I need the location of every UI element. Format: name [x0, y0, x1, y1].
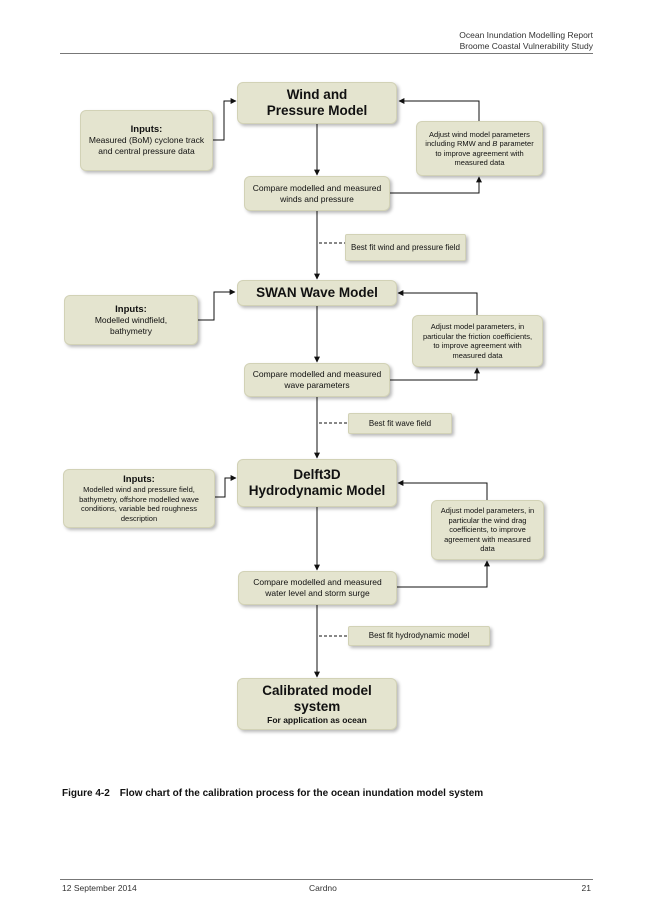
footer-page-number: 21 [581, 883, 591, 893]
swan-wave-model-label: SWAN Wave Model [256, 285, 378, 300]
delft-inputs-connector [215, 475, 237, 498]
wind-adjust-text-c: parameter to improve agreement with meas… [435, 139, 534, 167]
wind-compare-box: Compare modelled and measured winds and … [244, 176, 390, 211]
wind-best-fit-text: Best fit wind and pressure field [351, 242, 460, 252]
report-title: Ocean Inundation Modelling Report [459, 30, 593, 40]
swan-inputs-box: Inputs: Modelled windfield, bathymetry [64, 295, 198, 345]
swan-compare-box: Compare modelled and measured wave param… [244, 363, 390, 397]
delft-compare-text: Compare modelled and measured water leve… [253, 577, 382, 598]
wind-adjust-box: Adjust wind model parameters including R… [416, 121, 543, 176]
delft-adjust-box: Adjust model parameters, in particular t… [431, 500, 544, 560]
wind-compare-text: Compare modelled and measured winds and … [252, 182, 382, 204]
delft-adjust-text: Adjust model parameters, in particular t… [440, 506, 535, 554]
report-header: Ocean Inundation Modelling Report Broome… [459, 30, 593, 52]
wind-inputs-text: Measured (BoM) cyclone track and central… [88, 135, 205, 156]
swan-inputs-text: Modelled windfield, bathymetry [94, 314, 168, 336]
wind-adjust-text-a: Adjust wind model parameters including R… [425, 129, 530, 149]
footer-rule [60, 879, 593, 880]
figure-caption-text: Flow chart of the calibration process fo… [119, 788, 484, 799]
wind-pressure-model-label: Wind and Pressure Model [266, 87, 368, 118]
swan-feedback-arrow [390, 367, 480, 381]
swan-best-fit-text: Best fit wave field [368, 418, 432, 428]
footer-company: Cardno [309, 883, 337, 893]
calibrated-system-box: Calibrated model system For application … [237, 678, 397, 730]
wind-adjust-text: Adjust wind model parameters including R… [423, 130, 536, 168]
figure-caption: Figure 4-2 Flow chart of the calibration … [62, 788, 483, 799]
delft-inputs-title: Inputs: [123, 474, 155, 485]
delft-inputs-text: Modelled wind and pressure field, bathym… [79, 485, 199, 523]
delft-inputs-box: Inputs: Modelled wind and pressure field… [63, 469, 215, 528]
swan-adjust-return-arrow [397, 290, 478, 315]
swan-wave-model-box: SWAN Wave Model [237, 280, 397, 306]
header-rule [60, 53, 593, 54]
swan-inputs-title: Inputs: [115, 303, 147, 315]
delft-compare-box: Compare modelled and measured water leve… [238, 571, 397, 605]
swan-compare-text: Compare modelled and measured wave param… [252, 369, 382, 390]
wind-feedback-arrow [390, 176, 482, 194]
delft3d-model-box: Delft3D Hydrodynamic Model [237, 459, 397, 507]
wind-adjust-text-b: B [492, 139, 498, 148]
wind-inputs-box: Inputs: Measured (BoM) cyclone track and… [80, 110, 213, 171]
swan-best-fit-box: Best fit wave field [348, 413, 452, 434]
delft-best-fit-box: Best fit hydrodynamic model [348, 626, 490, 646]
swan-adjust-box: Adjust model parameters, in particular t… [412, 315, 543, 367]
delft-best-fit-text: Best fit hydrodynamic model [368, 631, 470, 640]
wind-inputs-title: Inputs: [130, 124, 163, 135]
calibrated-system-subtitle: For application as ocean [267, 714, 367, 725]
delft3d-model-label-2: Hydrodynamic Model [248, 483, 386, 498]
swan-inputs-connector [198, 289, 236, 321]
wind-pressure-model-box: Wind and Pressure Model [237, 82, 397, 124]
wind-best-fit-box: Best fit wind and pressure field [345, 234, 466, 261]
delft-feedback-arrow [397, 560, 490, 588]
delft3d-model-label-1: Delft3D [293, 467, 341, 482]
calibrated-system-title: Calibrated model system [262, 682, 372, 714]
footer-date: 12 September 2014 [62, 883, 137, 893]
swan-adjust-text: Adjust model parameters, in particular t… [422, 322, 533, 360]
delft-adjust-return-arrow [397, 480, 488, 500]
figure-label: Figure 4-2 [62, 788, 110, 799]
study-title: Broome Coastal Vulnerability Study [459, 41, 593, 51]
wind-inputs-connector [213, 98, 237, 141]
wind-adjust-return-arrow [398, 98, 480, 121]
